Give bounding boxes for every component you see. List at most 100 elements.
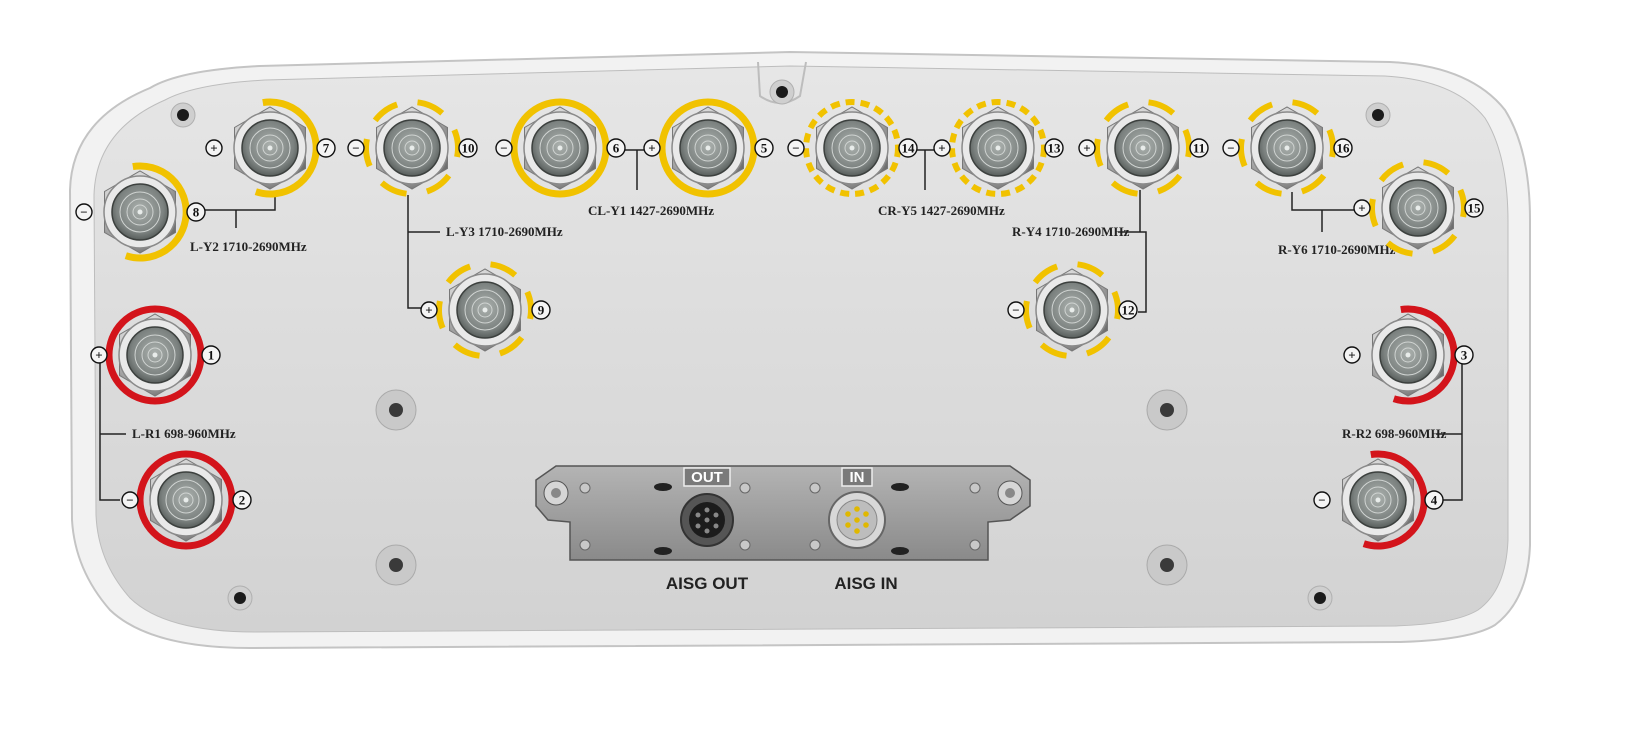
- connector-groove: [477, 302, 493, 318]
- port-ring-segment: [1457, 188, 1467, 218]
- connector-pin: [183, 497, 189, 503]
- connector-groove: [132, 204, 148, 220]
- connector-groove: [1266, 127, 1308, 169]
- port-ring: [105, 305, 205, 405]
- rf-connector-icon[interactable]: 16 −: [1222, 99, 1353, 197]
- minus-badge: [1313, 491, 1331, 509]
- port-number-badge: [201, 345, 221, 365]
- aisg-in-connector-icon[interactable]: [828, 491, 886, 549]
- port-ring: [254, 98, 320, 198]
- port-number: 13: [1048, 141, 1062, 156]
- rf-connector-icon[interactable]: 2−: [121, 450, 252, 550]
- connector-pin: [152, 352, 158, 358]
- screw-holes: [170, 79, 1391, 611]
- port-ring: [658, 98, 758, 198]
- rf-connector-icon[interactable]: 10−: [347, 99, 478, 197]
- port-ring-segment: [363, 138, 373, 168]
- port-number: 1: [208, 348, 215, 363]
- rf-connector-icon[interactable]: 4−: [1313, 450, 1444, 550]
- minus-badge: [787, 139, 805, 157]
- port-number-badge: [1118, 300, 1138, 320]
- connector-groove: [464, 289, 506, 331]
- port-ring: [1362, 450, 1428, 550]
- rf-connectors: 8−7+10−6−5+9+14−13+11+16−15+12−1+2−3+4−: [75, 98, 1484, 550]
- port-ring-segment: [379, 180, 408, 197]
- connector-groove: [147, 347, 163, 363]
- plus-sign: +: [95, 348, 102, 363]
- plus-sign: +: [1083, 141, 1090, 156]
- port-ring-segment: [1111, 290, 1121, 320]
- rf-connector-icon[interactable]: 1+: [90, 305, 221, 405]
- rf-connector-icon[interactable]: 6−: [495, 98, 626, 198]
- rf-connector-icon[interactable]: 13 +: [933, 99, 1064, 197]
- connector-groove: [984, 134, 1012, 162]
- connector-groove: [539, 127, 581, 169]
- minus-sign: −: [1227, 141, 1234, 156]
- connector-groove: [471, 296, 499, 324]
- port-ring: [949, 99, 1047, 197]
- connector-groove: [1122, 127, 1164, 169]
- connector-groove: [1400, 347, 1416, 363]
- connector-groove: [1404, 194, 1432, 222]
- connector-pin: [409, 145, 415, 151]
- port-number: 9: [538, 303, 545, 318]
- port-ring-segment: [452, 342, 481, 359]
- connector-pin: [1375, 497, 1381, 503]
- port-number: 10: [462, 141, 475, 156]
- port-ring-segment: [1147, 99, 1176, 116]
- minus-sign: −: [500, 141, 507, 156]
- port-number-badge: [1424, 490, 1444, 510]
- plus-sign: +: [1348, 348, 1355, 363]
- connector-groove: [831, 127, 873, 169]
- connector-groove: [552, 140, 568, 156]
- plus-sign: +: [425, 303, 432, 318]
- connector-pin: [995, 145, 1001, 151]
- port-ring-segment: [1182, 128, 1192, 158]
- rf-connector-icon[interactable]: 7+: [205, 98, 336, 198]
- rf-connector-icon[interactable]: 3+: [1343, 305, 1474, 405]
- connector-groove: [687, 127, 729, 169]
- minus-sign: −: [1318, 493, 1325, 508]
- port-ring-segment: [451, 128, 461, 158]
- plus-badge: [643, 139, 661, 157]
- connector-pin: [705, 145, 711, 151]
- port-number: 11: [1193, 141, 1205, 156]
- port-number: 14: [902, 141, 916, 156]
- aisg-out-tag: OUT: [691, 469, 723, 486]
- port-ring: [136, 450, 236, 550]
- aisg-out-connector-icon[interactable]: [680, 493, 734, 547]
- connector-groove: [1058, 296, 1086, 324]
- plus-sign: +: [938, 141, 945, 156]
- rf-connector-icon[interactable]: 8−: [75, 162, 206, 262]
- rf-connector-icon[interactable]: 15+: [1353, 159, 1484, 257]
- port-ring-segment: [489, 261, 518, 278]
- band-label-r-y4: R-Y4 1710-2690MHz: [1012, 224, 1130, 239]
- port-number-badge: [1333, 138, 1353, 158]
- minus-badge: [1007, 301, 1025, 319]
- bolt-hole-icon: [1146, 544, 1188, 586]
- screw-hole-icon: [227, 585, 253, 611]
- connector-groove: [1397, 187, 1439, 229]
- connector-pin: [1405, 352, 1411, 358]
- rf-connector-icon[interactable]: 14−: [787, 99, 918, 197]
- port-number: 16: [1337, 141, 1351, 156]
- connector-groove: [398, 134, 426, 162]
- band-label-l-r1: L-R1 698-960MHz: [132, 426, 236, 441]
- port-number-badge: [1044, 138, 1064, 158]
- minus-badge: [495, 139, 513, 157]
- port-number: 2: [239, 493, 246, 508]
- port-ring-segment: [1110, 180, 1139, 197]
- aisg-in-label: AISG IN: [834, 574, 897, 593]
- rf-connector-icon[interactable]: 9+: [420, 261, 551, 359]
- rf-connector-icon[interactable]: 12 −: [1007, 261, 1138, 359]
- minus-sign: −: [1012, 303, 1019, 318]
- connector-groove: [391, 127, 433, 169]
- rf-connector-icon[interactable]: 11 +: [1078, 99, 1209, 197]
- connector-groove: [1370, 492, 1386, 508]
- connector-groove: [977, 127, 1019, 169]
- rf-connector-icon[interactable]: 5+: [643, 98, 774, 198]
- plus-badge: [1078, 139, 1096, 157]
- port-number: 12: [1122, 303, 1135, 318]
